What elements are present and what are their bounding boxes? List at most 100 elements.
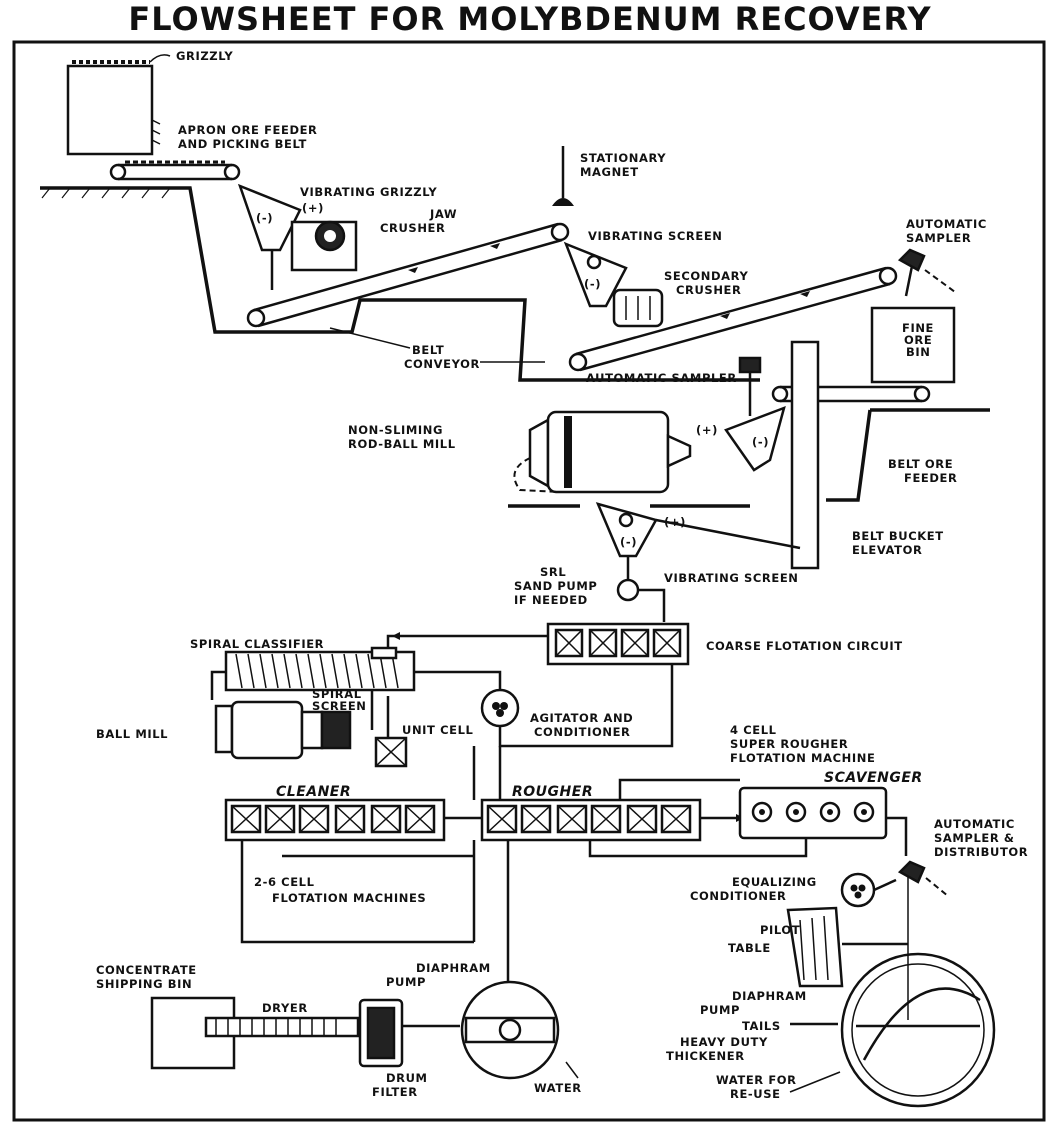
sand-pump-label-3: IF NEEDED [514,593,588,607]
vibrating-screen-2 [595,502,801,558]
coarse-flot-label: COARSE FLOTATION CIRCUIT [706,639,903,653]
auto-sampler-dist-label-1: AUTOMATIC [934,817,1015,831]
diaphram-1-label-1: DIAPHRAM [416,961,491,975]
conc-bin-label-1: CONCENTRATE [96,963,197,977]
belt-bucket-elevator [790,340,820,570]
jaw-label-2: CRUSHER [380,221,445,235]
spiral-screen-label-2: SCREEN [312,699,367,713]
vib-grizzly-label: VIBRATING GRIZZLY [300,185,437,199]
auto-sampler-dist-label-2: SAMPLER & [934,831,1015,845]
vibrating-screen-1 [563,241,628,308]
vibrating-grizzly [237,183,302,290]
equalizing-label-2: CONDITIONER [690,889,787,903]
jaw-crusher [290,220,358,272]
heavy-duty-thickener [840,876,996,1108]
plus-label-3: (+) [664,515,686,529]
vib-screen-1-label: VIBRATING SCREEN [588,229,723,243]
belt-ore-feeder-label-2: FEEDER [904,471,957,485]
plus-label-2: (+) [696,423,718,437]
bucket-elevator-label-1: BELT BUCKET [852,529,944,543]
minus-label-3: (-) [752,435,769,449]
ball-mill [214,700,324,760]
auto-sampler-dist-label-3: DISTRIBUTOR [934,845,1028,859]
apron-label-2: AND PICKING BELT [178,137,307,151]
minus-label-2: (-) [584,277,601,291]
sec-crusher-label-1: SECONDARY [664,269,748,283]
spiral-classifier [224,646,416,692]
rod-ball-label-2: ROD-BALL MILL [348,437,456,451]
dryer [204,1016,360,1038]
thickener-label-1: HEAVY DUTY [680,1035,768,1049]
vib-screen-2-label: VIBRATING SCREEN [664,571,799,585]
unit-cell [370,690,408,768]
spiral-classifier-label: SPIRAL CLASSIFIER [190,637,324,651]
auto-sampler-top-label-2: SAMPLER [906,231,971,245]
apron-label-1: APRON ORE FEEDER [178,123,318,137]
fine-ore-bin-label-3: BIN [906,345,930,359]
scavenger-flotation [738,786,888,840]
diaphram-1-label-2: PUMP [386,975,426,989]
fine-ore-bin-label-1: FINE [902,321,934,335]
diaphram-2-label-2: PUMP [700,1003,740,1017]
conc-bin-label-2: SHIPPING BIN [96,977,192,991]
sand-pump-label-2: SAND PUMP [514,579,597,593]
agitator-conditioner [480,688,520,728]
equalizing-conditioner [840,872,876,908]
automatic-sampler-top [897,248,956,297]
drum-filter [358,998,404,1068]
belt-conveyor-label-1: BELT [412,343,444,357]
auto-sampler-mid-label: AUTOMATIC SAMPLER [586,371,737,385]
spiral-screen-label-1: SPIRAL [312,687,362,701]
belt-conveyor-1 [246,222,570,328]
thickener-label-2: THICKENER [666,1049,745,1063]
equalizing-label-1: EQUALIZING [732,875,817,889]
spiral-screen [320,710,352,750]
sand-pump [616,556,666,622]
stationary-magnet [552,146,574,206]
scavenger-label: SCAVENGER [824,770,923,786]
apron-ore-feeder [109,160,241,181]
cell-flot-label-1: 2-6 CELL [254,875,315,889]
jaw-label-1: JAW [429,207,457,221]
minus-label-1: (-) [256,211,273,225]
sand-pump-label-1: SRL [540,565,566,579]
minus-label-4: (-) [620,535,637,549]
agitator-label-1: AGITATOR AND [530,711,633,725]
water-reuse-label-2: RE-USE [730,1087,781,1101]
bucket-elevator-label-2: ELEVATOR [852,543,922,557]
magnet-label-2: MAGNET [580,165,639,179]
fine-ore-bin-label-2: ORE [904,333,932,347]
concentrate-thickener [460,980,560,1080]
water-reuse-label-1: WATER FOR [716,1073,797,1087]
ground-crushing [40,186,760,382]
belt-conveyor-2 [568,266,898,372]
secondary-crusher [612,288,664,328]
rod-ball-mill [528,410,692,494]
magnet-label-1: STATIONARY [580,151,666,165]
rod-ball-label-1: NON-SLIMING [348,423,443,437]
pilot-label-2: TABLE [728,941,771,955]
plus-label-1: (+) [302,201,324,215]
page-title: FLOWSHEET FOR MOLYBDENUM RECOVERY [128,0,932,38]
sec-crusher-label-2: CRUSHER [676,283,741,297]
drum-label-2: FILTER [372,1085,418,1099]
ore-bin [66,64,154,156]
vibrating-screen-mill [724,405,786,472]
automatic-sampler-distributor [897,860,949,897]
drum-label-1: DRUM [386,1071,428,1085]
ball-mill-label: BALL MILL [96,727,168,741]
dryer-label: DRYER [262,1001,308,1015]
rougher-label: ROUGHER [512,784,593,800]
tails-label: TAILS [742,1019,781,1033]
unit-cell-label: UNIT CELL [402,723,474,737]
fine-ore-bin [870,306,956,384]
super-rougher-label-1: 4 CELL [730,723,777,737]
water-label: WATER [534,1081,582,1095]
rougher-flotation [480,798,702,842]
super-rougher-label-2: SUPER ROUGHER [730,737,848,751]
automatic-sampler-mid [738,356,762,416]
cell-flot-label-2: FLOTATION MACHINES [272,891,426,905]
auto-sampler-top-label-1: AUTOMATIC [906,217,987,231]
coarse-flotation-circuit [546,622,690,666]
